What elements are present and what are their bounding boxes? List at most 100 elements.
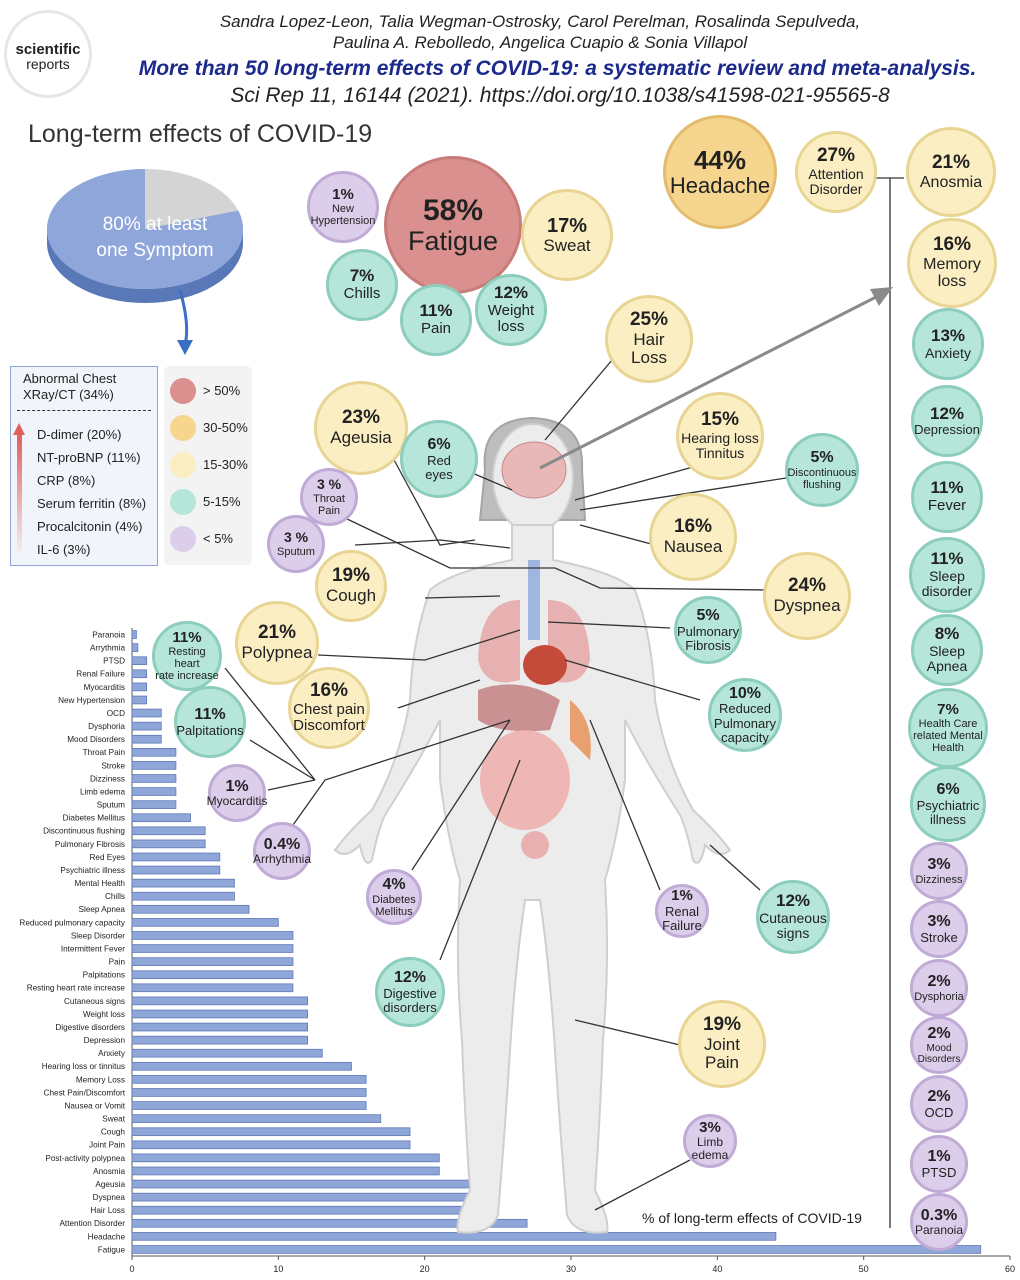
bar [131,1048,323,1058]
bar [131,669,148,679]
bar [131,944,294,953]
color-legend: > 50% 30-50% 15-30% 5-15% < 5% [164,366,252,565]
bar-category-label: Psychiatric illness [60,866,125,875]
bubble-label: Pain [317,504,341,517]
bubble-percent: 15% [700,409,740,431]
bubble-label: Memory [923,255,981,273]
bar [131,918,279,927]
bar-category-label: Throat Pain [83,748,126,757]
bubble-label: Palpitations [176,722,244,738]
bar-category-label: Sweat [102,1115,125,1124]
bubble-label: Ageusia [330,428,392,448]
bubble-percent: 23% [341,407,381,429]
infographic-title: Long-term effects of COVID-19 [28,120,373,148]
bubble-percent: 1% [332,185,354,203]
bar-category-label: Cutaneous signs [64,997,125,1006]
journal-logo-line1: scientific [15,41,81,58]
bubble-percent: 8% [934,624,960,644]
bar [131,643,139,652]
bar [131,747,177,757]
x-tick-label: 60 [1005,1264,1015,1274]
authors-line2: Paulina A. Rebolledo, Angelica Cuapio & … [332,33,748,52]
bubble-percent: 1% [927,1148,951,1166]
bubble-percent: 25% [629,308,669,330]
legend-label: < 5% [203,531,233,546]
legend-label: 15-30% [203,457,248,472]
bubble-label: Mellitus [375,905,413,918]
bubble-percent: 19% [702,1013,742,1035]
bubble-label: New [331,203,354,216]
symptom-bubble: 21%Anosmia [906,127,996,217]
bubble-percent: 0.4% [263,835,301,853]
bubble-label: Discontinuous [787,466,857,479]
gradient-arrow [17,435,22,553]
bar [131,970,294,980]
bar [131,826,206,836]
bubble-percent: 0.3% [920,1206,958,1224]
bar [131,721,162,731]
bubble-label: loss [937,273,967,291]
bubble-percent: 16% [673,516,713,538]
bubble-label: Hair [633,329,665,349]
bar-category-label: Anosmia [93,1167,125,1176]
bubble-label: Sleep [929,567,965,584]
bubble-label: eyes [425,466,453,482]
bar-category-label: Fatigue [98,1245,126,1254]
bubble-percent: 21% [931,151,971,173]
legend-entry: 15-30% [170,446,252,483]
legend-swatch [170,525,196,552]
bubble-label: Cutaneous [759,909,827,926]
bubble-percent: 7% [349,266,375,286]
bar [131,852,221,862]
bar-category-label: Hair Loss [90,1206,125,1215]
bar-category-label: PTSD [103,657,125,666]
bar [131,682,148,692]
symptom-bubble: 44%Headache [663,115,777,229]
bubble-label: Digestive [383,985,437,1001]
bubble-label: Dyspnea [773,596,841,616]
symptom-pie [46,169,243,355]
bar-category-label: Pulmonary Fibrosis [55,840,125,849]
marker-item: CRP (8%) [37,473,96,488]
paper-title: More than 50 long-term effects of COVID-… [138,57,977,80]
symptom-bubble: 58%Fatigue [384,156,522,294]
bubble-label: Dizziness [915,873,963,886]
bubble-label: Hearing loss [681,430,759,447]
bar-category-label: Digestive disorders [55,1023,125,1032]
bar [131,1153,440,1163]
marker-item: IL-6 (3%) [37,542,91,557]
symptom-bubble: 19%Cough [315,550,387,622]
legend-swatch [170,488,196,515]
symptom-bubble: 12%Depression [911,385,983,457]
bubble-label: Cough [325,586,377,606]
bubble-label: Pulmonary [713,715,777,731]
bubble-percent: 1% [671,887,693,905]
bubble-label: Hypertension [310,215,376,228]
bubble-percent: 5% [810,449,834,467]
bubble-label: Myocarditis [206,794,268,809]
memory-arrow-head [870,287,893,306]
symptom-bubble: 11%Palpitations [174,686,246,758]
symptom-bubble: 0.4%Arrhythmia [253,822,311,880]
x-tick-label: 10 [273,1264,283,1274]
bar [131,1035,309,1045]
bar-category-label: Paranoia [92,630,125,639]
bar-category-label: Attention Disorder [59,1219,125,1228]
bar-category-label: Chills [105,892,125,901]
bubble-label: Failure [662,918,702,934]
bubble-label: Depression [914,422,980,438]
symptom-bubble: 13%Anxiety [912,308,984,380]
bubble-percent: 11% [419,301,453,321]
bubble-percent: 3% [927,856,951,874]
